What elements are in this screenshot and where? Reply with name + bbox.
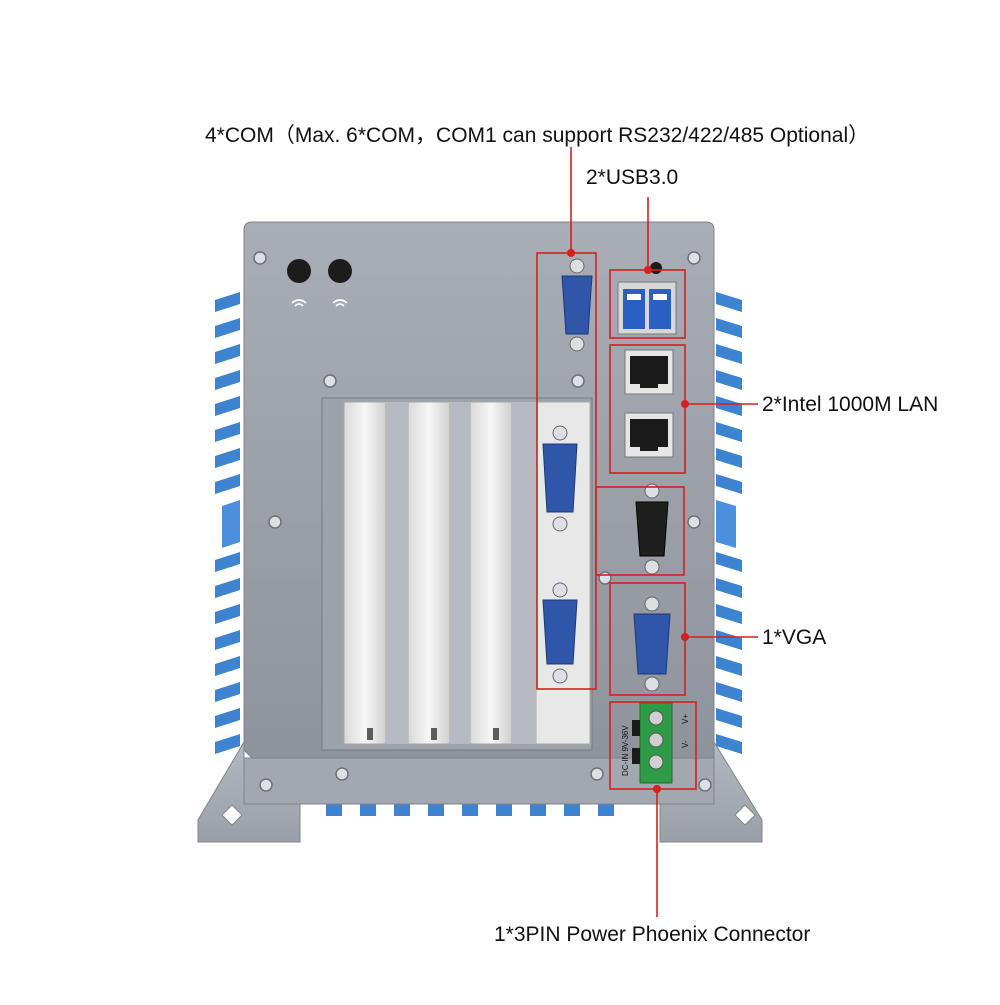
wifi-icon <box>291 299 348 307</box>
vga-callout-label: 1*VGA <box>762 626 827 649</box>
v-minus-marking: V- <box>681 740 690 748</box>
usb-icon <box>617 262 677 335</box>
right-fins <box>716 292 742 754</box>
foot-hole-left <box>221 804 243 826</box>
power-callout-label: 1*3PIN Power Phoenix Connector <box>494 923 811 946</box>
lan-icon <box>624 349 674 458</box>
screws <box>253 251 712 792</box>
antenna-right <box>328 259 352 283</box>
bottom-fins <box>326 802 614 816</box>
dc-in-marking: DC-IN 9V-36V <box>621 725 630 776</box>
callout-lines <box>570 147 758 917</box>
v-plus-marking: V+ <box>681 714 690 724</box>
callout-dots <box>567 249 689 793</box>
usb-callout-label: 2*USB3.0 <box>586 166 679 189</box>
left-fins <box>215 292 240 754</box>
vga-icon <box>633 596 671 692</box>
power-terminal <box>632 702 673 784</box>
foot-hole-right <box>734 804 756 826</box>
antenna-left <box>287 259 311 283</box>
lan-callout-label: 2*Intel 1000M LAN <box>762 393 939 416</box>
com-callout-label: 4*COM（Max. 6*COM，COM1 can support RS232/… <box>205 124 870 147</box>
bottom-bezel <box>243 757 715 805</box>
